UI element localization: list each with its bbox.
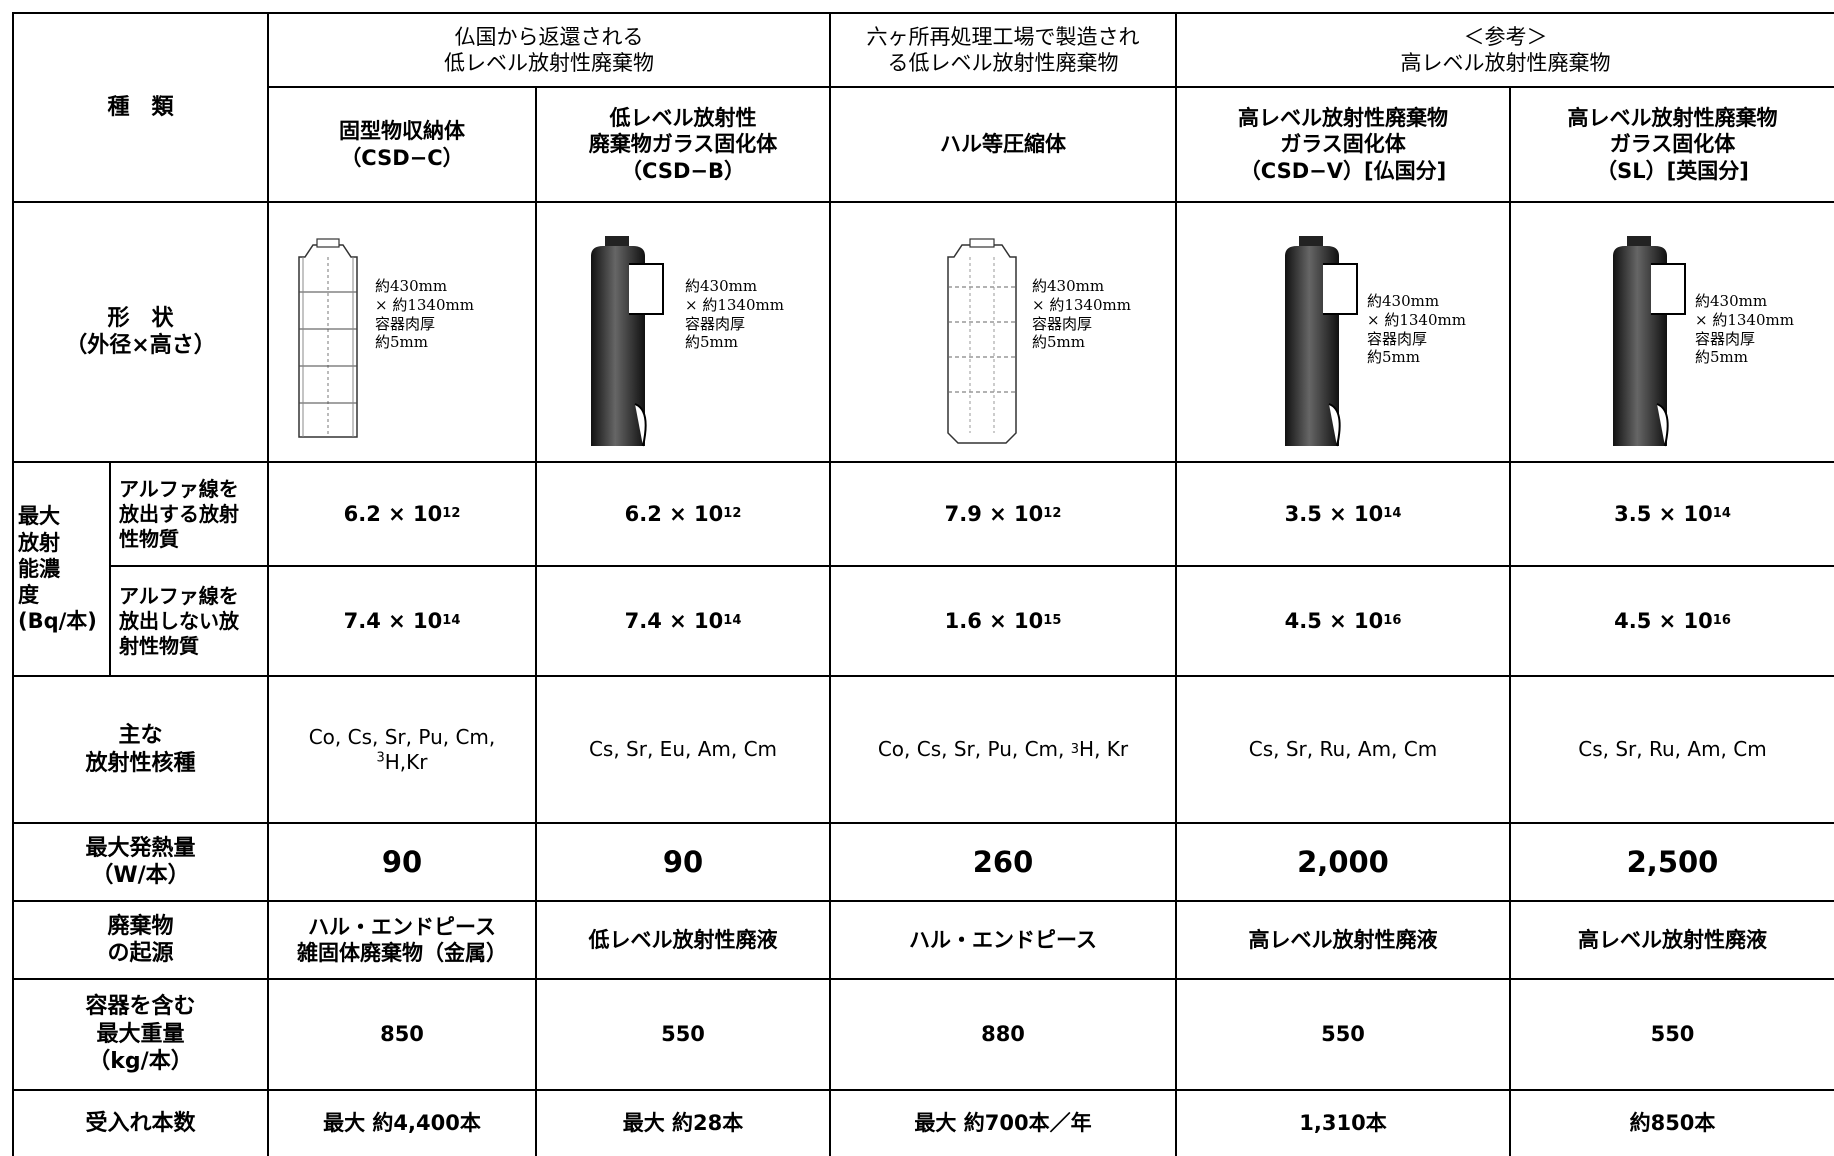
origin-col1: ハル・エンドピース 雑固体廃棄物（金属） [297,914,507,965]
origin-col2: 低レベル放射性廃液 [588,927,778,952]
weight-label: 容器を含む 最大重量 （kg/本） [85,994,196,1075]
heat-label: 最大発熱量 （W/本） [85,835,196,889]
rule-top [12,12,1834,14]
canister-hull-icon [947,238,1017,444]
dim-col3: 約430mm × 約1340mm 容器肉厚 約5mm [1032,277,1131,352]
origin-col3: ハル・エンドピース [909,927,1097,952]
accept-label: 受入れ本数 [85,1110,196,1136]
rule-col3 [829,12,831,1156]
rule-nuclide-bottom [12,822,1834,824]
group-france-header: 仏国から返還される 低レベル放射性廃棄物 [444,24,654,75]
accept-col1: 最大 約4,400本 [323,1111,481,1136]
alpha-label: アルファ線を 放出する放射 性物質 [119,476,239,551]
canister-csd-v-icon [1285,236,1358,447]
rule-conc-bottom [12,675,1834,677]
weight-col4: 550 [1321,1022,1365,1047]
accept-col4: 1,310本 [1299,1111,1387,1136]
heat-col4: 2,000 [1297,844,1389,879]
accept-col2: 最大 約28本 [622,1111,744,1136]
origin-label: 廃棄物 の起源 [107,913,174,967]
col5-header: 高レベル放射性廃棄物 ガラス固化体 （SL）[英国分] [1567,106,1778,183]
accept-col3: 最大 約700本／年 [914,1111,1092,1136]
dim-col1: 約430mm × 約1340mm 容器肉厚 約5mm [375,277,474,352]
weight-col1: 850 [380,1022,424,1047]
heat-col3: 260 [972,844,1034,879]
rule-col4 [1175,12,1177,1156]
canister-csd-b-icon [591,236,664,447]
dim-col5: 約430mm × 約1340mm 容器肉厚 約5mm [1695,292,1794,367]
weight-col5: 550 [1650,1022,1695,1047]
rule-weight-bottom [12,1089,1834,1091]
rule-conc-sub [109,461,111,675]
group-reference-header: ＜参考＞ 高レベル放射性廃棄物 [1400,24,1611,75]
nonalpha-label: アルファ線を 放出しない放 射性物質 [119,583,239,658]
col2-header: 低レベル放射性 廃棄物ガラス固化体 （CSD−B） [588,106,778,183]
canister-csd-c-icon [298,238,358,438]
origin-col5: 高レベル放射性廃液 [1578,927,1767,952]
waste-comparison-table: 種 類 仏国から返還される 低レベル放射性廃棄物 六ヶ所再処理工場で製造され る… [12,12,1834,1156]
heat-col1: 90 [381,844,423,879]
type-header: 種 類 [107,94,174,120]
rule-header-bottom [12,201,1834,203]
nuclides-label: 主な 放射性核種 [85,723,196,776]
nuclides-col4: Cs, Sr, Ru, Am, Cm [1248,737,1438,761]
col3-header: ハル等圧縮体 [940,132,1066,157]
weight-col3: 880 [981,1022,1025,1047]
nuclides-col1: Co, Cs, Sr, Pu, Cm, 3H,Kr [308,724,496,774]
nuclides-col5: Cs, Sr, Ru, Am, Cm [1578,737,1767,761]
rule-origin-bottom [12,978,1834,980]
max-conc-label: 最大 放射 能濃 度 (Bq/本) [18,504,97,634]
rule-left [12,12,14,1156]
group-rokkasho-header: 六ヶ所再処理工場で製造され る低レベル放射性廃棄物 [866,24,1140,75]
origin-col4: 高レベル放射性廃液 [1248,927,1438,952]
rule-heat-bottom [12,900,1834,902]
heat-col2: 90 [662,844,704,879]
rule-col1 [267,12,269,1156]
dim-col4: 約430mm × 約1340mm 容器肉厚 約5mm [1367,292,1466,367]
accept-col5: 約850本 [1629,1111,1716,1136]
rule-group-bottom [267,86,1834,88]
rule-alpha-bottom [109,565,1834,567]
canister-sl-icon [1613,236,1686,447]
heat-col5: 2,500 [1626,844,1719,879]
rule-shape-bottom [12,461,1834,463]
weight-col2: 550 [661,1022,705,1047]
nuclides-col2: Cs, Sr, Eu, Am, Cm [588,737,778,761]
dim-col2: 約430mm × 約1340mm 容器肉厚 約5mm [685,277,784,352]
shape-label: 形 状 （外径×高さ） [65,305,216,359]
rule-col5 [1509,86,1511,1156]
rule-col2 [535,86,537,1156]
col1-header: 固型物収納体 （CSD−C） [339,119,465,170]
col4-header: 高レベル放射性廃棄物 ガラス固化体 （CSD−V）[仏国分] [1238,106,1448,183]
